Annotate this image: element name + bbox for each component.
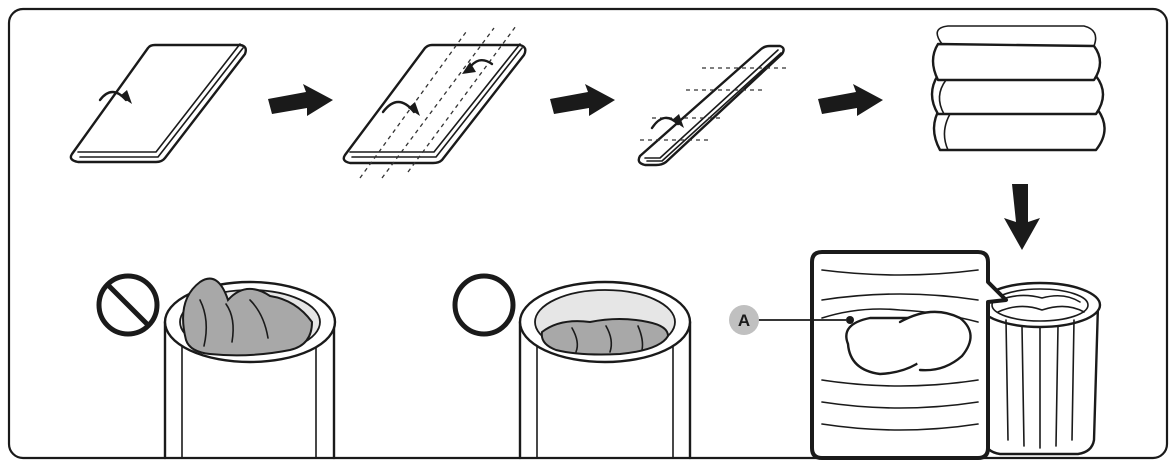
correct-circle-icon <box>452 273 516 337</box>
right-arrow-icon <box>268 84 333 116</box>
prohibited-symbol <box>96 273 160 337</box>
callout-magnified-view <box>810 250 1008 460</box>
fold-line <box>407 25 517 173</box>
step-2-folded-blanket <box>342 25 527 179</box>
correct-symbol <box>452 273 516 337</box>
down-arrow-icon <box>1004 184 1040 250</box>
curved-fold-arrow-icon <box>98 90 132 104</box>
tub-rolled-blankets <box>978 281 1102 456</box>
tub-blanket-piled-incorrect <box>163 277 337 460</box>
right-arrow-icon <box>818 84 883 116</box>
step-1-flat-blanket <box>69 43 248 164</box>
right-arrow-icon <box>550 84 615 116</box>
curved-fold-arrow-icon <box>650 114 684 130</box>
step-4-stacked-blanket <box>930 25 1106 152</box>
curved-fold-arrow-icon <box>462 58 494 74</box>
callout-label-a: A <box>738 311 750 330</box>
tub-blanket-even-correct <box>518 280 692 460</box>
prohibited-circle-slash-icon <box>96 273 160 337</box>
step-3-long-strip <box>637 44 788 167</box>
curved-fold-arrow-icon <box>381 100 420 116</box>
callout-a-marker: A <box>729 305 854 335</box>
